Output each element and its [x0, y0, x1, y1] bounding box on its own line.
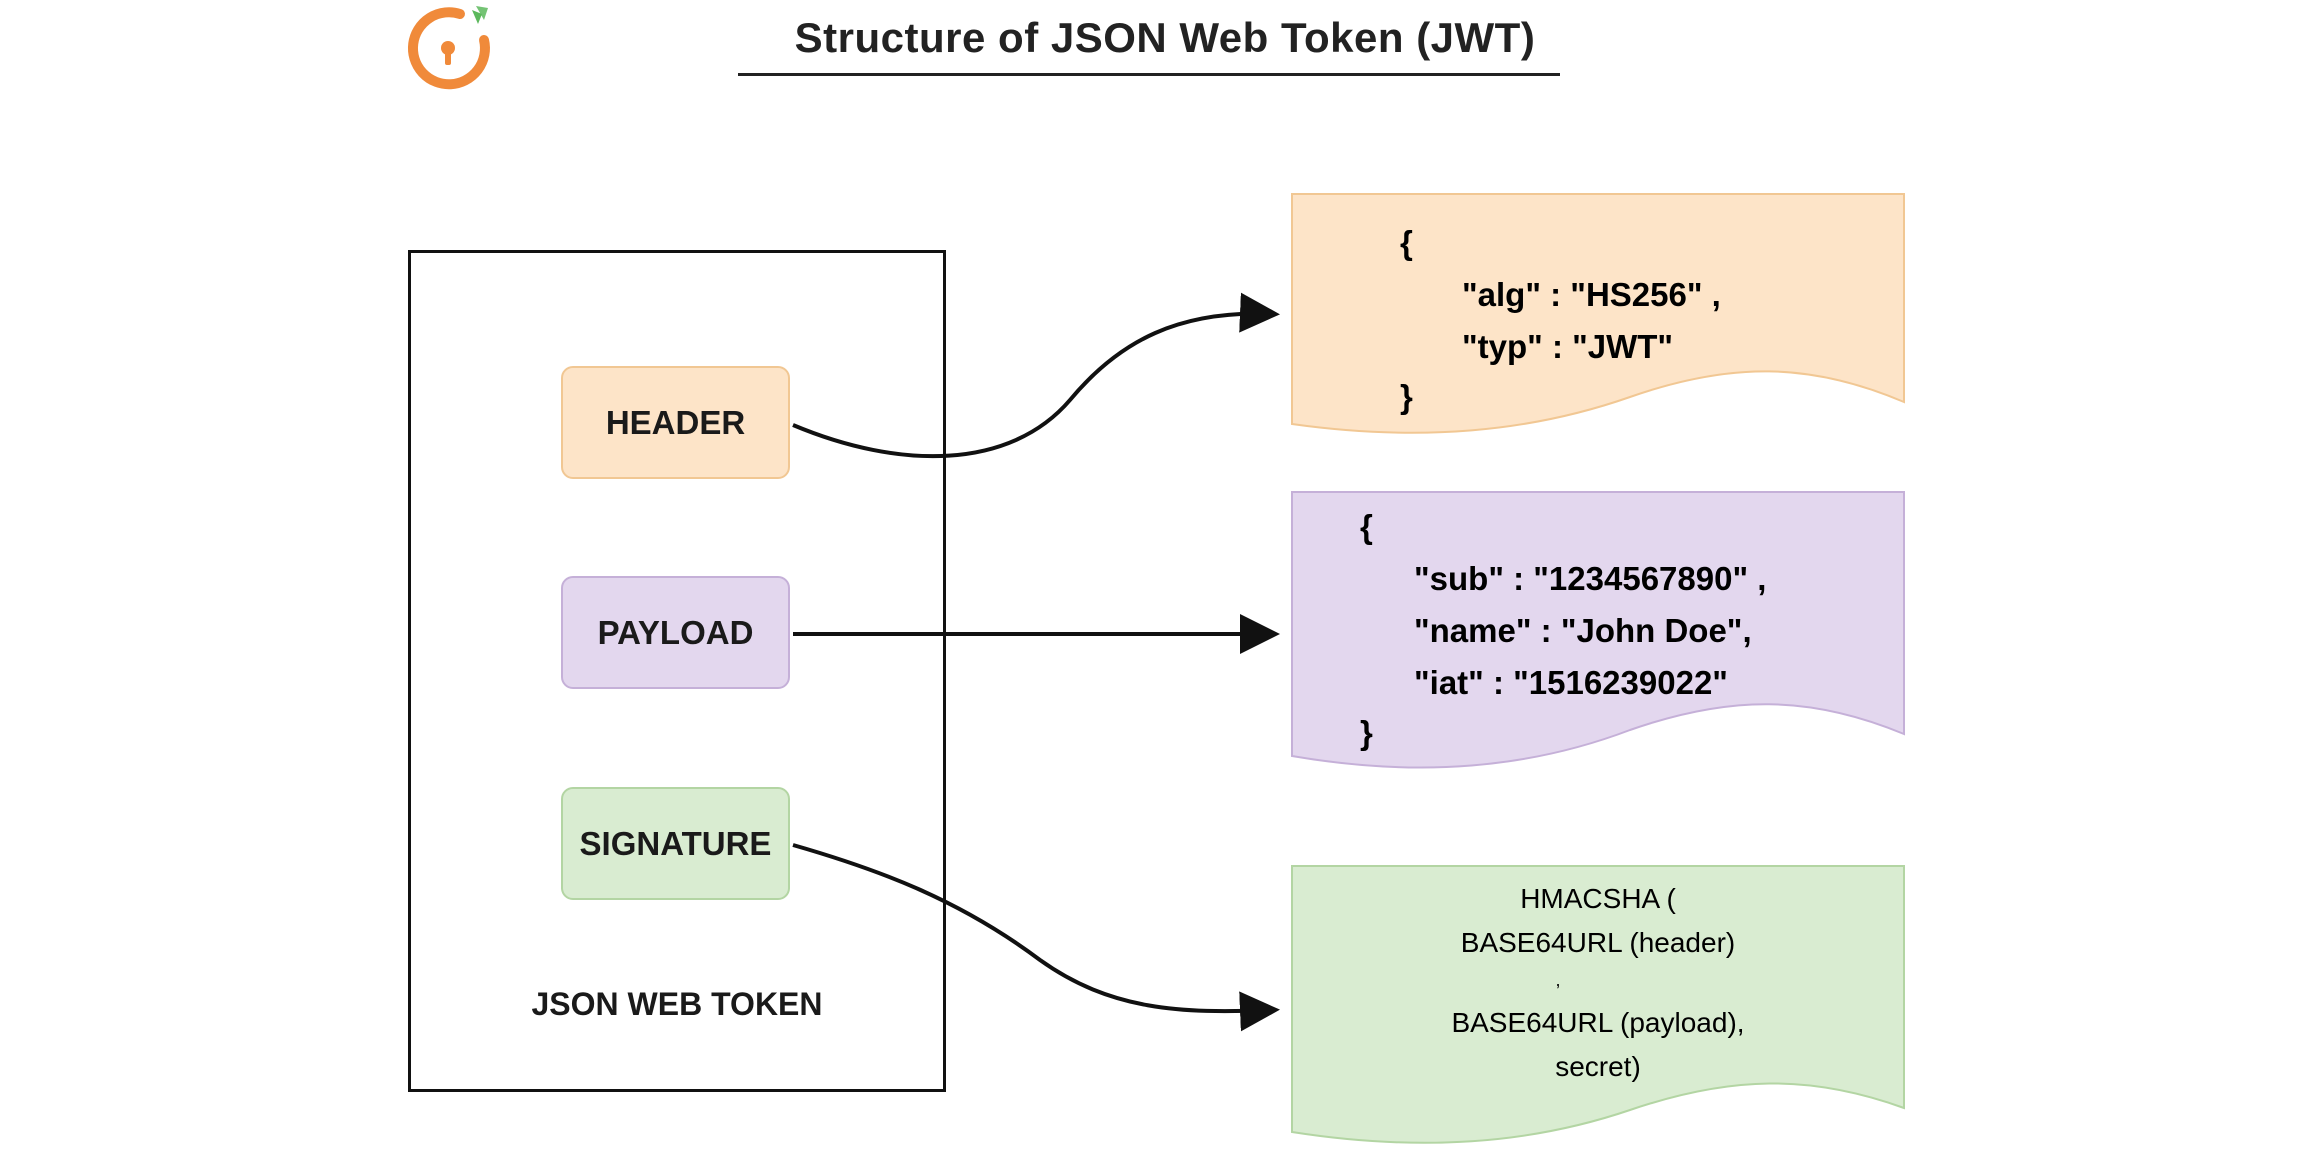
part-header: HEADER — [561, 366, 790, 479]
signature-doc: HMACSHA ( BASE64URL (header) , BASE64URL… — [1291, 865, 1905, 1144]
part-payload: PAYLOAD — [561, 576, 790, 689]
signature-doc-line: BASE64URL (header) — [1461, 927, 1735, 958]
part-signature: SIGNATURE — [561, 787, 790, 900]
signature-doc-comma: , — [1555, 970, 1560, 990]
header-doc: { "alg" : "HS256" , "typ" : "JWT" } — [1291, 193, 1905, 434]
signature-doc-line: secret) — [1555, 1051, 1641, 1082]
signature-doc-line: BASE64URL (payload), — [1451, 1007, 1744, 1038]
payload-doc-close: } — [1360, 714, 1373, 751]
payload-doc-line: "iat" : "1516239022" — [1414, 664, 1728, 701]
header-doc-line: "typ" : "JWT" — [1462, 328, 1673, 365]
signature-doc-line: HMACSHA ( — [1520, 883, 1676, 914]
payload-doc-line: "name" : "John Doe", — [1414, 612, 1752, 649]
brand-logo-icon — [408, 6, 490, 90]
payload-doc-line: "sub" : "1234567890" , — [1414, 560, 1766, 597]
header-doc-line: "alg" : "HS256" , — [1462, 276, 1721, 313]
page-title: Structure of JSON Web Token (JWT) — [794, 14, 1536, 61]
title-underline — [738, 73, 1560, 76]
payload-doc-open: { — [1360, 508, 1373, 545]
header-doc-open: { — [1400, 224, 1413, 261]
jwt-container-label: JSON WEB TOKEN — [531, 986, 823, 1022]
header-doc-close: } — [1400, 378, 1413, 415]
payload-doc: { "sub" : "1234567890" , "name" : "John … — [1291, 491, 1905, 769]
